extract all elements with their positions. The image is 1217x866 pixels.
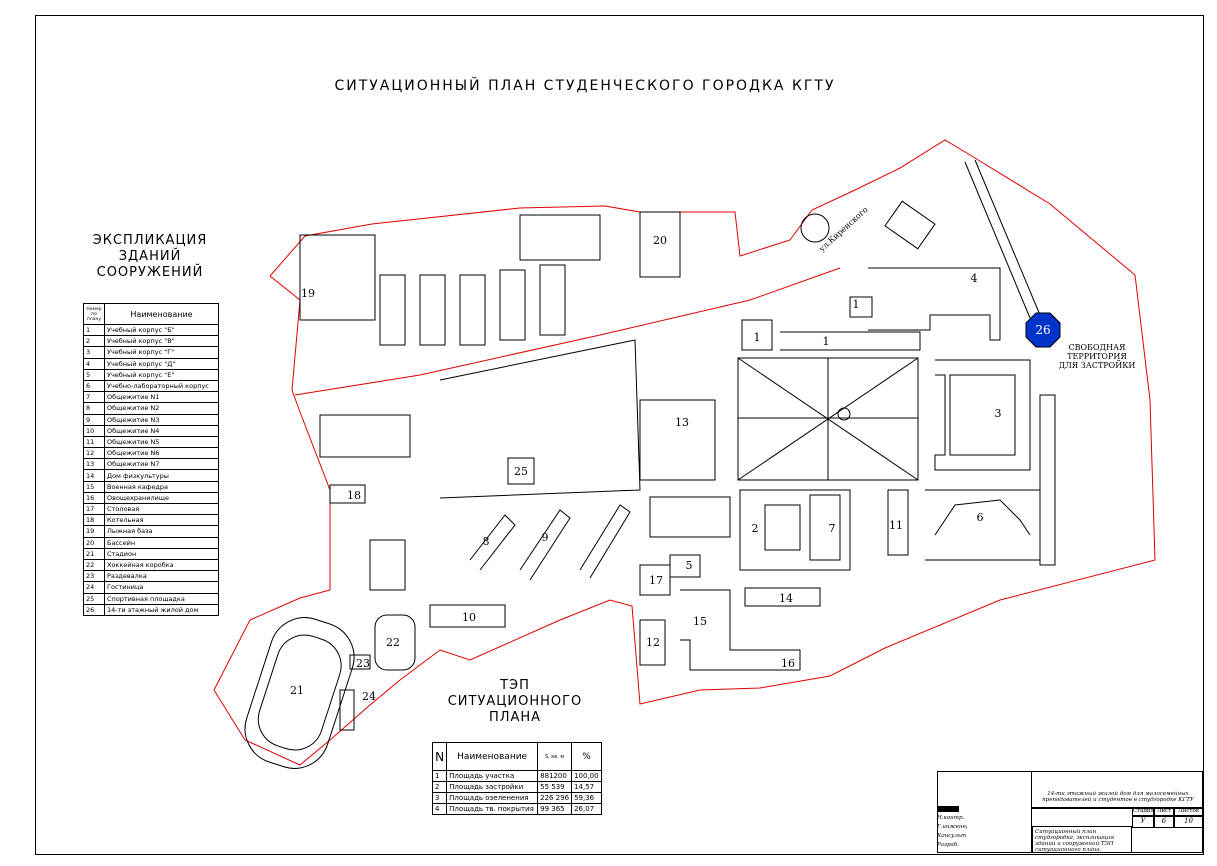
building-number-label: 9 xyxy=(542,531,549,544)
building-number-label: 1 xyxy=(853,298,860,311)
building-number-label: 10 xyxy=(462,611,476,624)
building-number-label: 6 xyxy=(977,511,984,524)
role-label: Г.инженер xyxy=(937,824,967,830)
new-building-26-marker[interactable] xyxy=(1025,312,1061,348)
role-label: Разраб. xyxy=(937,842,959,848)
row-percent: 26,07 xyxy=(571,803,602,815)
building-number-label: 20 xyxy=(653,234,667,247)
street-label: ул.Киренского xyxy=(817,205,869,254)
building-number-label: 1 xyxy=(823,335,830,348)
building-number-label: 11 xyxy=(889,519,903,532)
building-number-label: 12 xyxy=(646,636,660,649)
building-number-label: 24 xyxy=(362,690,376,703)
role-label: Консульт. xyxy=(937,833,967,839)
row-area: 99 365 xyxy=(537,803,573,815)
project-title: 14-ти этажный жилой дом для малосемейных… xyxy=(1042,791,1194,803)
stage-header: Стадия xyxy=(1132,807,1154,816)
road xyxy=(294,267,841,396)
building-number-label: 23 xyxy=(356,657,370,670)
stage-value: У xyxy=(1132,816,1154,828)
building-number-label: 1 xyxy=(754,331,761,344)
building-number-label: 18 xyxy=(347,489,361,502)
row-number: 4 xyxy=(431,803,448,815)
building-number-label: 19 xyxy=(301,287,315,300)
building-number-label: 21 xyxy=(290,684,304,697)
sheet-title: Ситуационный план студгородка, экспликац… xyxy=(1032,826,1132,853)
sheet-header: Лист xyxy=(1154,807,1174,816)
free-area-label: СВОБОДНАЯ ТЕРРИТОРИЯ ДЛЯ ЗАСТРОЙКИ xyxy=(1059,343,1136,370)
col-name-header: Наименование xyxy=(446,742,539,771)
buildings xyxy=(244,159,1056,769)
building-number-label: 5 xyxy=(686,559,693,572)
heading-line: ЗДАНИЙ xyxy=(118,249,182,264)
heading-line: ТЭП xyxy=(500,678,530,693)
sheet-value: 6 xyxy=(1154,816,1174,828)
building-number-label: 7 xyxy=(829,522,836,535)
free-area-line: СВОБОДНАЯ xyxy=(1069,343,1127,352)
sheets-value: 10 xyxy=(1174,816,1203,828)
free-area-line: ТЕРРИТОРИЯ xyxy=(1067,352,1127,361)
building-number-label: 16 xyxy=(781,657,795,670)
building-number-label: 4 xyxy=(971,272,978,285)
building-number-label: 13 xyxy=(675,416,689,429)
sheets-header: Листов xyxy=(1174,807,1203,816)
row-name: Площадь тв. покрытия xyxy=(446,803,539,815)
building-number-label: 17 xyxy=(649,574,663,587)
col-pct-header: % xyxy=(571,742,602,771)
role-label: Н.контр. xyxy=(937,815,965,821)
building-number-label: 3 xyxy=(995,407,1002,420)
tep-heading: ТЭП СИТУАЦИОННОГО ПЛАНА xyxy=(440,678,590,726)
building-number-label: 2 xyxy=(752,522,759,535)
drawing-title: СИТУАЦИОННЫЙ ПЛАН СТУДЕНЧЕСКОГО ГОРОДКА … xyxy=(334,78,836,94)
building-number-label: 15 xyxy=(693,615,707,628)
row-name: 14-ти этажный жилой дом xyxy=(104,603,219,616)
building-number-label: 14 xyxy=(779,592,793,605)
block-marker xyxy=(937,806,959,812)
heading-line: ПЛАНА xyxy=(488,710,542,725)
heading-line: СООРУЖЕНИЙ xyxy=(96,265,204,280)
sheet-frame xyxy=(35,15,1204,855)
heading-line: ЭКСПЛИКАЦИЯ xyxy=(92,233,208,248)
title-block: Н.контр. Г.инженер Консульт. Разраб. 14-… xyxy=(937,771,1203,853)
explication-heading: ЭКСПЛИКАЦИЯ ЗДАНИЙ СООРУЖЕНИЙ xyxy=(70,233,230,281)
free-area-line: ДЛЯ ЗАСТРОЙКИ xyxy=(1059,361,1136,370)
building-number-label: 25 xyxy=(514,465,528,478)
building-number-label: 8 xyxy=(483,535,490,548)
building-number-label: 22 xyxy=(386,636,400,649)
new-building-26-label: 26 xyxy=(1035,323,1050,337)
heading-line: СИТУАЦИОННОГО xyxy=(447,694,583,709)
site-boundary xyxy=(213,139,1156,766)
